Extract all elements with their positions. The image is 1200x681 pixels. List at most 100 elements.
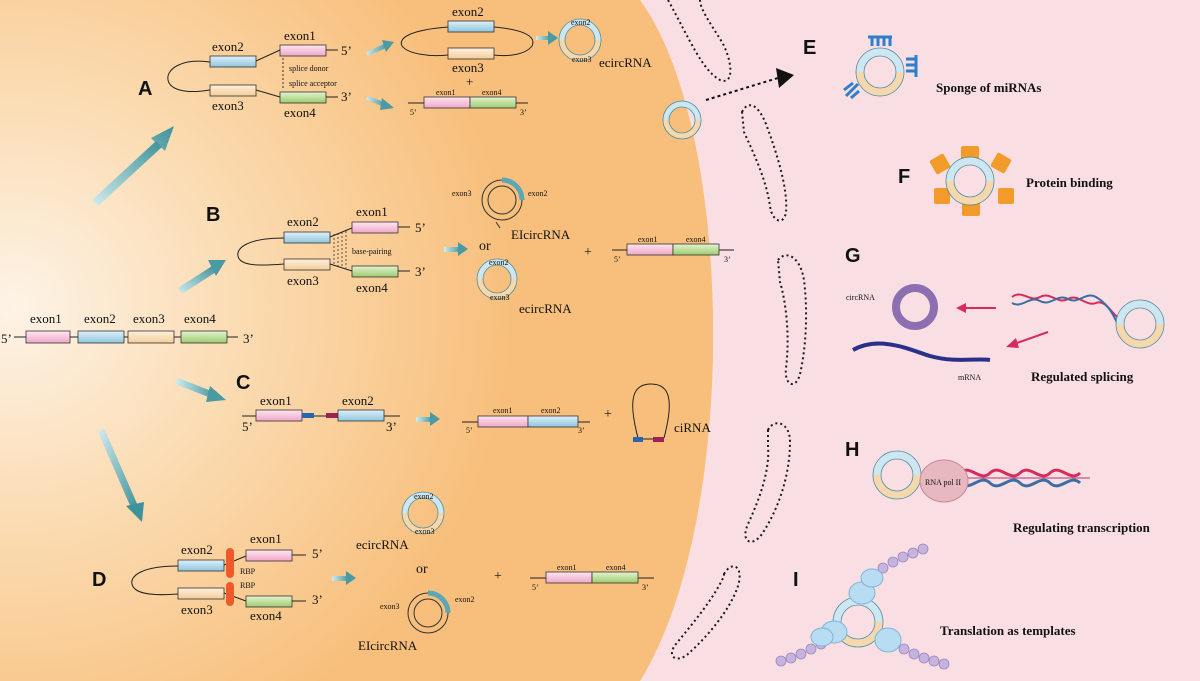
function-f-label: Protein binding	[1026, 175, 1113, 190]
c-three-prime: 3’	[386, 419, 397, 434]
c-mrna-five: 5’	[466, 426, 473, 435]
exon1-label: exon1	[30, 311, 62, 326]
mrna-strand	[852, 341, 991, 362]
a-mrna-five: 5’	[410, 108, 417, 117]
function-h-label: Regulating transcription	[1013, 520, 1151, 535]
arrow-to-c-shaft	[175, 378, 214, 398]
a-five-prime: 5’	[341, 43, 352, 58]
membrane-outlines	[667, 0, 808, 660]
c-plus: +	[604, 407, 612, 422]
d-e-exon2: exon2	[414, 492, 434, 501]
c-exon1-label: exon1	[260, 393, 292, 408]
panel-b: exon2 exon3 exon1 exon4 5’ 3’ base-pairi…	[237, 177, 734, 316]
exon4-box	[180, 330, 228, 344]
d-rbp-label-1: RBP	[240, 567, 256, 576]
b-three-prime: 3’	[415, 264, 426, 279]
b-exon4-label: exon4	[356, 280, 388, 295]
b-mrna-exon1: exon1	[638, 235, 658, 244]
panel-label-b: B	[206, 204, 220, 226]
d-exon1-label: exon1	[250, 531, 282, 546]
pathway-arrows	[92, 126, 226, 522]
arrow-to-b-head	[208, 260, 226, 276]
a-exon3-label: exon3	[212, 98, 244, 113]
arrow-to-c-head	[206, 386, 226, 402]
splice-acceptor-label: splice acceptor	[289, 79, 337, 88]
arrow-to-a-shaft	[92, 141, 162, 206]
b-exon3-label: exon3	[287, 273, 319, 288]
exon2-label: exon2	[84, 311, 116, 326]
function-g-label: Regulated splicing	[1031, 369, 1134, 384]
export-arrow-head	[776, 68, 794, 88]
rbp-bottom	[226, 582, 234, 606]
arrow-to-d-shaft	[98, 428, 138, 510]
panel-label-a: A	[138, 78, 152, 100]
function-i-label: Translation as templates	[940, 623, 1076, 638]
a-loop-exon2-label: exon2	[452, 4, 484, 19]
panel-a: exon2 exon3 exon1 exon4 5’ 3’ splice don…	[167, 4, 652, 120]
function-g: circRNA mRNA Regulated splicing	[846, 284, 1165, 384]
dna-helix	[1011, 293, 1121, 326]
function-h: RNA pol II Regulating transcription	[872, 450, 1151, 535]
c-exon2-label: exon2	[342, 393, 374, 408]
c-five-prime: 5’	[242, 419, 253, 434]
d-or: or	[416, 562, 428, 577]
cirna-label: ciRNA	[674, 420, 711, 435]
a-ring-exon3: exon3	[572, 55, 592, 64]
panel-label-c: C	[236, 372, 250, 394]
exon1-box	[25, 330, 71, 344]
rbp-top	[226, 548, 234, 578]
d-mrna-exon1: exon1	[557, 563, 577, 572]
five-prime-label: 5’	[1, 331, 12, 346]
nucleus-region	[0, 0, 714, 681]
a-exon4-label: exon4	[284, 105, 316, 120]
splice-donor-label: splice donor	[289, 64, 329, 73]
a-plus: +	[466, 74, 473, 89]
function-e: Sponge of miRNAs	[843, 35, 1041, 100]
function-e-label: Sponge of miRNAs	[936, 80, 1041, 95]
b-mrna-five: 5’	[614, 255, 621, 264]
exon2-box	[77, 330, 125, 344]
a-three-prime: 3’	[341, 89, 352, 104]
d-ei-exon3: exon3	[380, 602, 400, 611]
a-mrna-exon4: exon4	[482, 88, 502, 97]
d-e-exon3: exon3	[415, 527, 435, 536]
function-i: Translation as templates	[775, 543, 1076, 670]
c-mrna-three: 3’	[578, 426, 585, 435]
d-ei-exon2: exon2	[455, 595, 475, 604]
d-three-prime: 3’	[312, 592, 323, 607]
b-mrna-three: 3’	[724, 255, 731, 264]
ribosome-icon	[810, 568, 902, 653]
d-exon3-label: exon3	[181, 602, 213, 617]
b-e-exon2: exon2	[489, 258, 509, 267]
exon3-label: exon3	[133, 311, 165, 326]
a-exon2-box	[209, 55, 257, 68]
panel-label-f: F	[898, 166, 910, 188]
b-mrna-exon4: exon4	[686, 235, 706, 244]
panel-label-i: I	[793, 569, 799, 591]
exported-circrna	[662, 100, 702, 140]
panel-label-d: D	[92, 569, 106, 591]
splicing-arrows	[956, 303, 1049, 348]
rna-pol-ii	[919, 459, 969, 503]
b-ecircrna-label: ecircRNA	[519, 301, 572, 316]
a-exon2-label: exon2	[212, 39, 244, 54]
panel-label-h: H	[845, 439, 859, 461]
a-mrna-three: 3’	[520, 108, 527, 117]
pre-mrna: exon1 exon2 exon3 exon4 5’ 3’	[1, 311, 254, 346]
d-rbp-label-2: RBP	[240, 581, 256, 590]
arrow-to-a	[96, 126, 174, 201]
three-prime-label: 3’	[243, 331, 254, 346]
b-five-prime: 5’	[415, 220, 426, 235]
b-exon2-label: exon2	[287, 214, 319, 229]
d-mrna-three: 3’	[642, 583, 649, 592]
b-eicircrna-label: EIcircRNA	[511, 227, 571, 242]
d-exon4-label: exon4	[250, 608, 282, 623]
b-e-exon3: exon3	[490, 293, 510, 302]
dna-helix-h	[955, 468, 1090, 488]
d-plus: +	[494, 569, 502, 584]
b-or: or	[479, 239, 491, 254]
exon3-box	[127, 330, 175, 344]
panel-label-e: E	[803, 37, 816, 59]
